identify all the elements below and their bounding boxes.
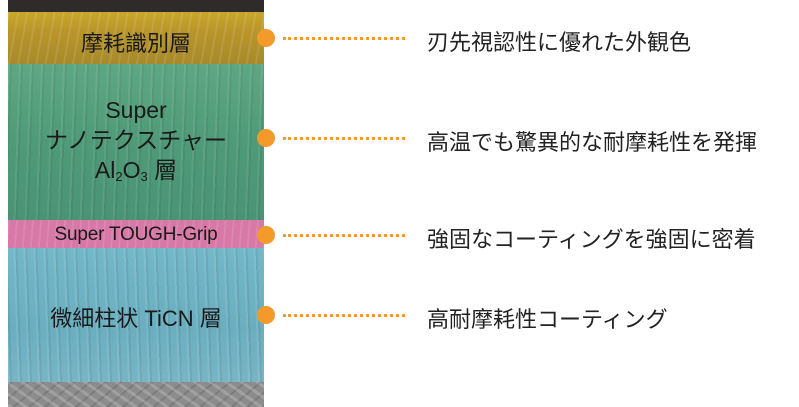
alumina-formula-suffix: 層 xyxy=(147,157,178,183)
ticn-label: 微細柱状 TiCN 層 xyxy=(50,306,222,331)
callout-leader-ticn xyxy=(283,314,405,317)
callout-leader-alumina xyxy=(283,137,405,140)
alumina-formula-al: Al xyxy=(94,157,116,183)
substrate-layer xyxy=(8,382,264,407)
alumina-formula-sub2: 3 xyxy=(140,169,148,184)
description-ticn: 高耐摩耗性コーティング xyxy=(427,308,668,333)
description-wear-indicator: 刃先視認性に優れた外観色 xyxy=(427,31,692,56)
alumina-label-line2: ナノテクスチャー xyxy=(45,127,227,153)
callout-dot-alumina xyxy=(257,129,275,147)
alumina-label-line3: Al2O3 層 xyxy=(8,155,264,192)
coating-cross-section: 摩耗識別層 Super ナノテクスチャー Al2O3 層 Super TOUGH… xyxy=(8,0,264,407)
alumina-label-line1: Super xyxy=(105,97,167,123)
callout-dot-ticn xyxy=(257,306,275,324)
wear-indicator-layer xyxy=(8,12,264,64)
description-grip: 強固なコーティングを強固に密着 xyxy=(427,228,756,253)
grip-layer xyxy=(8,220,264,248)
alumina-label: Super ナノテクスチャー Al2O3 層 xyxy=(8,95,264,192)
alumina-formula-sub1: 2 xyxy=(115,169,123,184)
callout-dot-grip xyxy=(257,226,275,244)
callout-leader-wear xyxy=(283,37,405,40)
grip-label: Super TOUGH-Grip xyxy=(54,224,218,245)
ticn-layer xyxy=(8,248,264,382)
alumina-layer xyxy=(8,64,264,220)
alumina-formula-o: O xyxy=(122,157,141,183)
callout-dot-wear xyxy=(257,29,275,47)
description-alumina: 高温でも驚異的な耐摩耗性を発揮 xyxy=(427,131,758,156)
wear-indicator-label: 摩耗識別層 xyxy=(80,31,191,56)
callout-leader-grip xyxy=(283,234,405,237)
top-surface-layer xyxy=(8,0,264,12)
